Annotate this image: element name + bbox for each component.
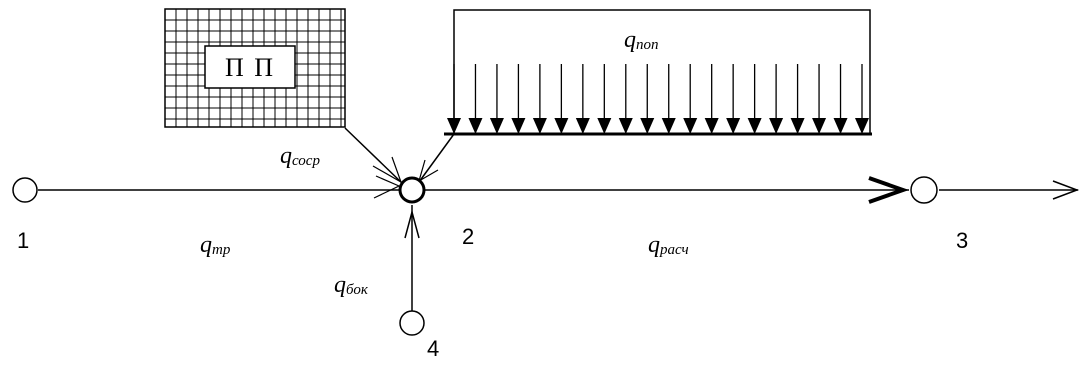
q-raschet-label: qрасч [648, 232, 689, 258]
outlet-arrowhead [1052, 180, 1080, 200]
building-block: П П [164, 8, 346, 128]
q-bok-label: qбок [334, 272, 369, 298]
node-3-circle [910, 176, 938, 204]
load-arrow [554, 64, 569, 134]
converge-arrowhead-building [372, 156, 403, 184]
side-inflow-arrowhead [404, 209, 420, 239]
load-arrow [812, 64, 827, 134]
flow-arrowhead-bold [868, 176, 910, 204]
load-arrow [468, 64, 483, 134]
load-arrow [489, 64, 504, 134]
load-arrow [747, 64, 762, 134]
building-label-box [204, 45, 296, 89]
load-arrow [640, 64, 655, 134]
node-4-label: 4 [427, 336, 439, 361]
inflow-arrowhead-left [373, 175, 401, 199]
load-arrow [790, 64, 805, 134]
q-sosr-label: qсоср [280, 143, 320, 169]
load-arrow [447, 64, 461, 134]
converge-arrow-load [418, 133, 455, 183]
load-arrow [833, 64, 848, 134]
q-tr-label: qтр [200, 232, 231, 258]
load-arrow [661, 64, 676, 134]
load-arrow [532, 64, 547, 134]
node-3-label: 3 [956, 228, 968, 253]
building-label: П П [225, 53, 275, 82]
node-2-label: 2 [462, 224, 474, 249]
load-arrow [683, 64, 698, 134]
converge-arrow-building [344, 127, 403, 184]
load-arrow [769, 64, 784, 134]
load-arrow [726, 64, 741, 134]
load-arrow [575, 64, 590, 134]
node-2-circle [398, 176, 426, 204]
load-arrow [704, 64, 719, 134]
distributed-load [444, 9, 872, 136]
load-arrow [597, 64, 612, 134]
load-arrow [511, 64, 526, 134]
load-arrow [855, 64, 869, 134]
node-1-circle [12, 177, 38, 203]
node-1-label: 1 [17, 228, 29, 253]
load-arrow [618, 64, 633, 134]
q-pop-label: qпоп [624, 27, 659, 53]
node-4-circle [399, 310, 425, 336]
